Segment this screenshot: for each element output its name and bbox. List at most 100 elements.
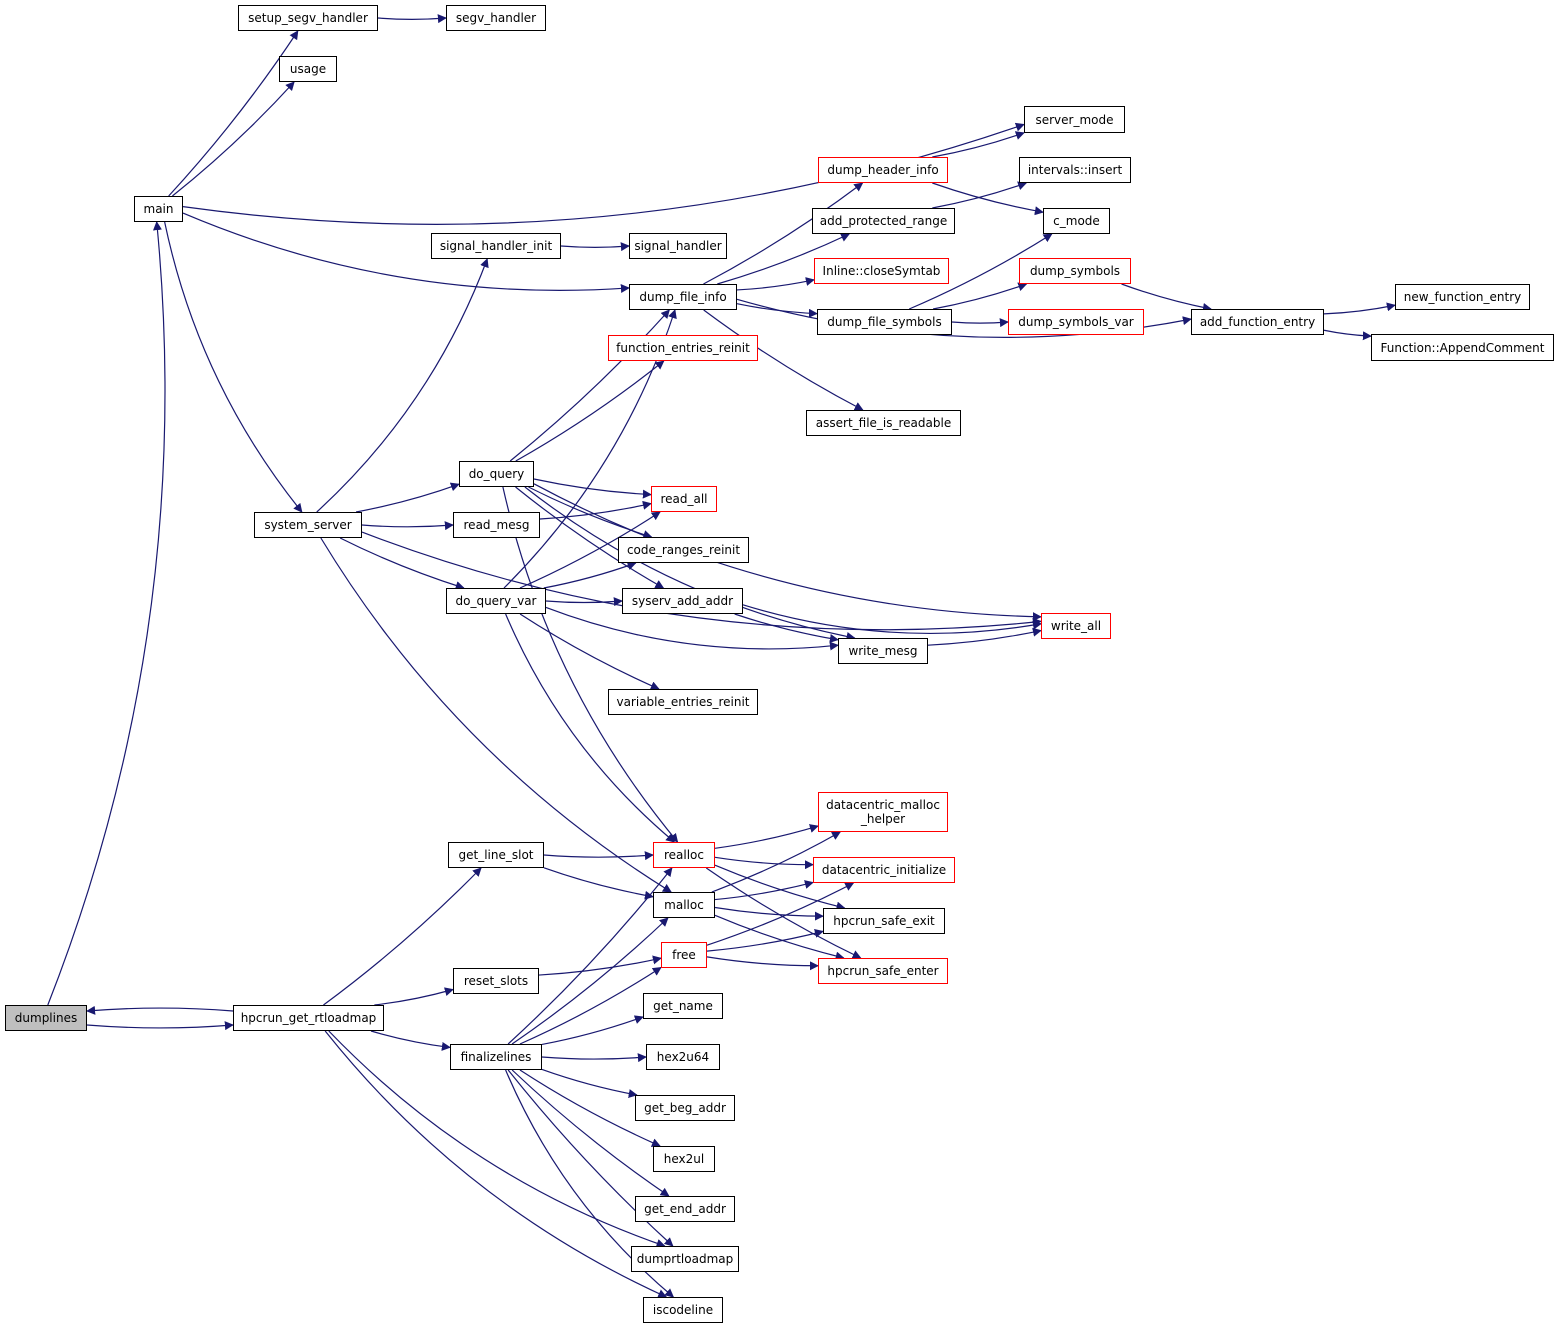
node-hpcrun-safe-enter[interactable]: hpcrun_safe_enter bbox=[818, 958, 948, 984]
node-malloc[interactable]: malloc bbox=[653, 892, 715, 918]
node-finalizelines[interactable]: finalizelines bbox=[450, 1044, 542, 1070]
node-main[interactable]: main bbox=[134, 196, 183, 222]
node-signal-handler[interactable]: signal_handler bbox=[629, 233, 727, 259]
node-segv-handler[interactable]: segv_handler bbox=[446, 5, 546, 31]
edge-main-to-usage bbox=[172, 81, 295, 197]
edge-dump-symbols-to-add-function-entry bbox=[1121, 283, 1212, 312]
node-realloc[interactable]: realloc bbox=[653, 842, 715, 868]
node-dump-symbols-var[interactable]: dump_symbols_var bbox=[1008, 309, 1144, 335]
edge-malloc-to-datacentric-initialize bbox=[714, 880, 814, 901]
node-syserv-add-addr[interactable]: syserv_add_addr bbox=[622, 588, 743, 614]
edge-do-query-to-dump-file-info bbox=[509, 309, 670, 462]
node-get-beg-addr[interactable]: get_beg_addr bbox=[635, 1095, 735, 1121]
node-hpcrun-get-rtloadmap[interactable]: hpcrun_get_rtloadmap bbox=[233, 1005, 384, 1031]
node-assert-file-is-readable[interactable]: assert_file_is_readable bbox=[806, 410, 961, 436]
edge-hpcrun-get-rtloadmap-to-dumprtloadmap bbox=[328, 1030, 666, 1248]
edge-dump-file-info-to-dump-file-symbols bbox=[736, 303, 818, 318]
node-setup-segv-handler[interactable]: setup_segv_handler bbox=[238, 5, 378, 31]
edge-realloc-to-hpcrun-safe-exit bbox=[714, 864, 846, 911]
node-server-mode[interactable]: server_mode bbox=[1024, 106, 1125, 133]
edge-finalizelines-to-malloc bbox=[511, 917, 669, 1045]
node-hex2u64[interactable]: hex2u64 bbox=[646, 1044, 720, 1070]
node-inline-closesymtab[interactable]: Inline::closeSymtab bbox=[814, 258, 949, 284]
edge-hpcrun-get-rtloadmap-to-reset-slots bbox=[374, 987, 454, 1006]
edge-dump-file-info-to-add-protected-range bbox=[717, 233, 851, 285]
node-dumplines[interactable]: dumplines bbox=[5, 1005, 87, 1031]
edge-do-query-var-to-variable-entries-reinit bbox=[519, 613, 660, 690]
edge-group bbox=[47, 14, 1396, 1298]
node-free[interactable]: free bbox=[661, 942, 707, 968]
edge-do-query-var-to-code-ranges-reinit bbox=[543, 561, 637, 589]
node-dump-symbols[interactable]: dump_symbols bbox=[1019, 258, 1131, 284]
edge-system-server-to-read-mesg bbox=[361, 521, 454, 531]
edge-free-to-datacentric-initialize bbox=[706, 882, 855, 946]
node-dump-file-info[interactable]: dump_file_info bbox=[629, 284, 737, 310]
edge-realloc-to-datacentric-initialize bbox=[714, 856, 814, 870]
node-reset-slots[interactable]: reset_slots bbox=[453, 968, 539, 994]
edge-do-query-to-write-all bbox=[533, 483, 1042, 622]
edge-dump-file-info-to-assert-file-is-readable bbox=[703, 309, 864, 411]
node-do-query-var[interactable]: do_query_var bbox=[446, 588, 546, 614]
node-get-end-addr[interactable]: get_end_addr bbox=[635, 1196, 735, 1222]
edge-finalizelines-to-free bbox=[519, 966, 662, 1045]
edge-hpcrun-get-rtloadmap-to-dumplines bbox=[86, 1005, 234, 1015]
node-do-query[interactable]: do_query bbox=[459, 461, 534, 487]
node-datacentric-malloc-helper[interactable]: datacentric_malloc _helper bbox=[818, 792, 948, 832]
node-function-appendcomment[interactable]: Function::AppendComment bbox=[1371, 334, 1554, 361]
node-hpcrun-safe-exit[interactable]: hpcrun_safe_exit bbox=[823, 908, 945, 934]
edge-do-query-to-syserv-add-addr bbox=[515, 486, 665, 589]
node-code-ranges-reinit[interactable]: code_ranges_reinit bbox=[618, 537, 749, 563]
edge-hpcrun-get-rtloadmap-to-finalizelines bbox=[370, 1030, 451, 1051]
node-datacentric-initialize[interactable]: datacentric_initialize bbox=[813, 857, 955, 883]
edge-finalizelines-to-get-end-addr bbox=[511, 1069, 670, 1197]
edge-finalizelines-to-get-name bbox=[541, 1015, 644, 1046]
node-variable-entries-reinit[interactable]: variable_entries_reinit bbox=[608, 689, 758, 715]
edge-finalizelines-to-get-beg-addr bbox=[541, 1068, 638, 1098]
edge-realloc-to-datacentric-malloc-helper bbox=[714, 824, 819, 849]
node-read-mesg[interactable]: read_mesg bbox=[453, 512, 540, 538]
edge-dump-header-info-to-c-mode bbox=[932, 182, 1044, 216]
node-get-name[interactable]: get_name bbox=[643, 993, 723, 1019]
edge-do-query-to-function-entries-reinit bbox=[515, 360, 665, 462]
node-dump-file-symbols[interactable]: dump_file_symbols bbox=[817, 309, 952, 335]
edge-get-line-slot-to-malloc bbox=[543, 867, 654, 900]
edge-do-query-var-to-realloc bbox=[505, 613, 676, 843]
edge-finalizelines-to-dumprtloadmap bbox=[507, 1069, 674, 1247]
edge-add-protected-range-to-intervals-insert bbox=[932, 181, 1028, 209]
edge-finalizelines-to-hex2u64 bbox=[541, 1053, 647, 1063]
edge-finalizelines-to-realloc bbox=[507, 867, 673, 1045]
node-read-all[interactable]: read_all bbox=[651, 486, 717, 512]
node-write-mesg[interactable]: write_mesg bbox=[838, 638, 928, 664]
node-intervals-insert[interactable]: intervals::insert bbox=[1019, 157, 1131, 183]
node-function-entries-reinit[interactable]: function_entries_reinit bbox=[608, 335, 758, 361]
edge-system-server-to-malloc bbox=[320, 537, 672, 893]
edge-dump-file-symbols-to-dump-symbols-var bbox=[951, 318, 1009, 328]
node-add-protected-range[interactable]: add_protected_range bbox=[812, 208, 955, 234]
edge-do-query-to-write-mesg bbox=[524, 486, 856, 641]
node-hex2ul[interactable]: hex2ul bbox=[653, 1146, 715, 1172]
edge-read-mesg-to-read-all bbox=[539, 500, 652, 520]
node-c-mode[interactable]: c_mode bbox=[1043, 208, 1110, 234]
edge-syserv-add-addr-to-write-mesg bbox=[734, 613, 839, 643]
node-add-function-entry[interactable]: add_function_entry bbox=[1191, 309, 1324, 335]
edge-syserv-add-addr-to-write-all bbox=[742, 604, 1042, 635]
node-new-function-entry[interactable]: new_function_entry bbox=[1395, 284, 1530, 310]
node-write-all[interactable]: write_all bbox=[1041, 613, 1111, 639]
edge-add-function-entry-to-new-function-entry bbox=[1323, 302, 1396, 315]
node-signal-handler-init[interactable]: signal_handler_init bbox=[431, 233, 561, 259]
edge-free-to-hpcrun-safe-enter bbox=[706, 956, 819, 971]
edge-write-mesg-to-write-all bbox=[927, 627, 1042, 646]
edge-do-query-var-to-write-mesg bbox=[545, 606, 839, 651]
edge-dumplines-to-main bbox=[47, 221, 166, 1006]
node-dump-header-info[interactable]: dump_header_info bbox=[818, 157, 948, 183]
node-iscodeline[interactable]: iscodeline bbox=[643, 1297, 723, 1323]
edge-dump-file-symbols-to-c-mode bbox=[908, 233, 1053, 310]
node-dumprtloadmap[interactable]: dumprtloadmap bbox=[631, 1246, 739, 1272]
edge-free-to-hpcrun-safe-exit bbox=[706, 928, 824, 952]
node-get-line-slot[interactable]: get_line_slot bbox=[448, 842, 544, 868]
node-system-server[interactable]: system_server bbox=[254, 512, 362, 538]
node-usage[interactable]: usage bbox=[279, 56, 337, 82]
edge-do-query-var-to-syserv-add-addr bbox=[545, 597, 623, 607]
